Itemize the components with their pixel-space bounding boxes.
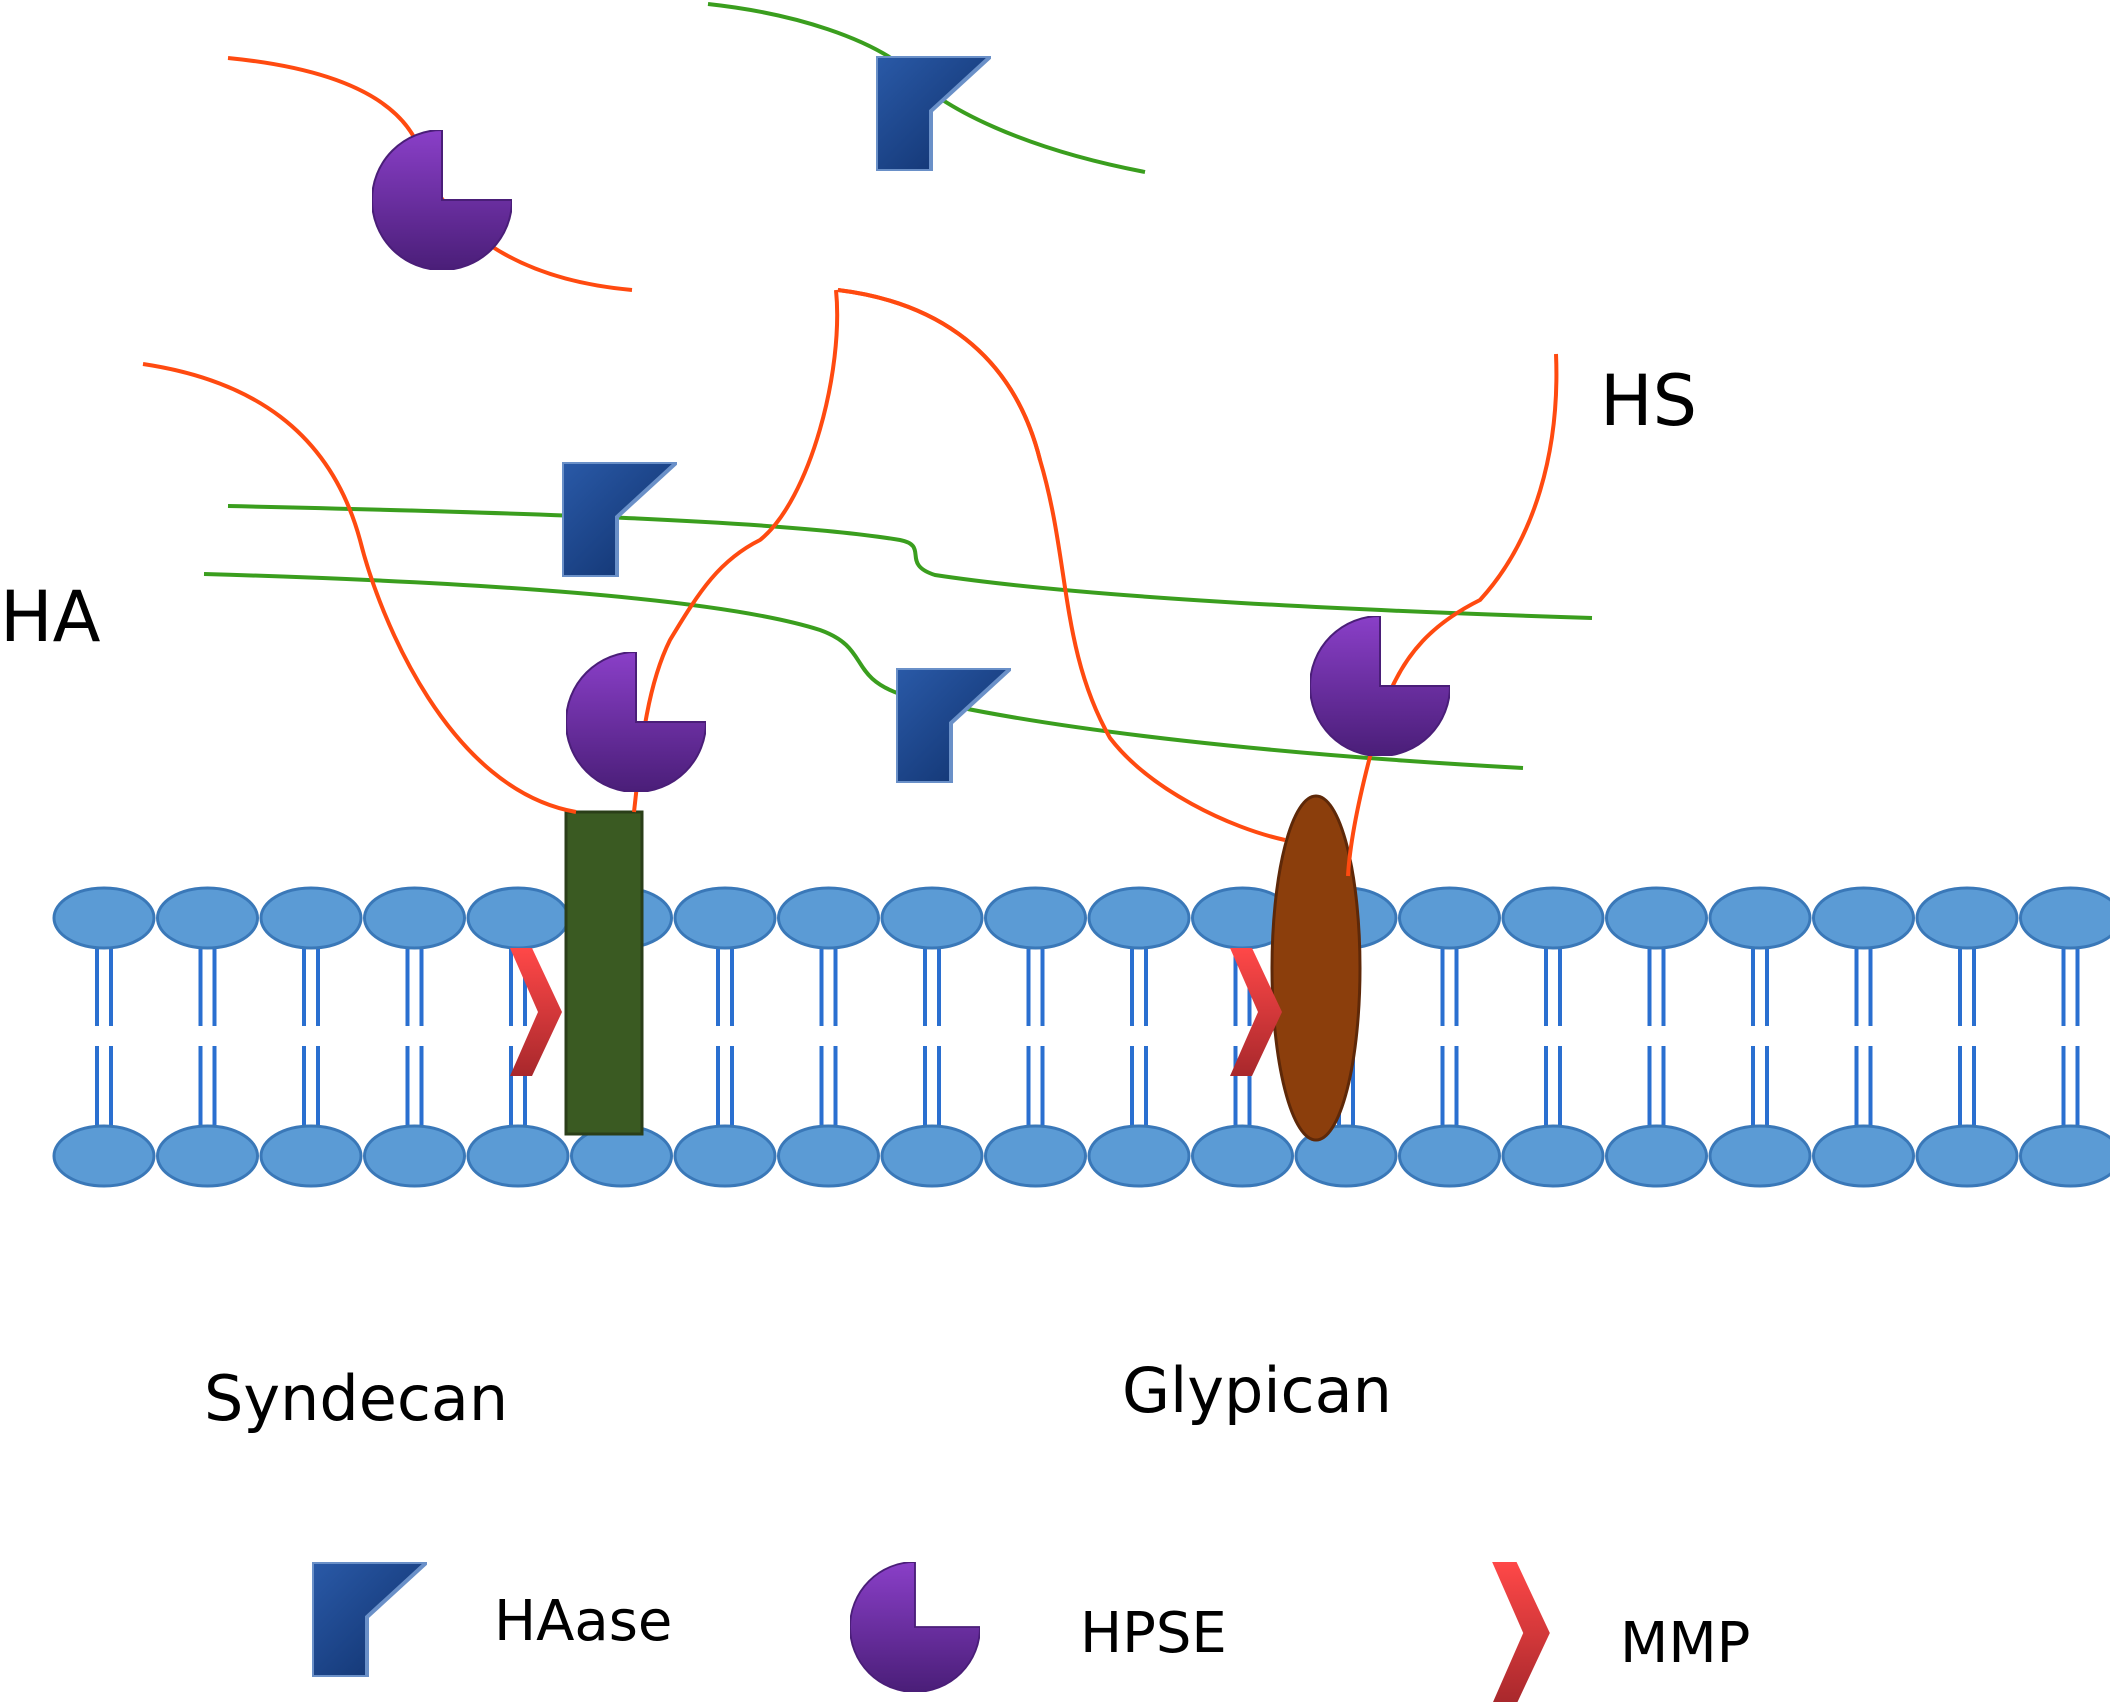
mmp-chevron-icon (1492, 1562, 1550, 1702)
hs-chain (837, 288, 1042, 461)
glypican-core-protein (1270, 794, 1362, 1142)
lipid-head (466, 886, 570, 950)
lipid-head (259, 886, 363, 950)
lipid-head (673, 1124, 777, 1188)
lipid-head (156, 886, 259, 950)
lipid-head (1501, 886, 1605, 950)
glypican-label: Glypican (1122, 1354, 1392, 1427)
hpse-pacman-icon (850, 1562, 980, 1692)
lipid-head (1812, 1124, 1915, 1188)
haase-flag-icon (312, 1562, 427, 1677)
mmp-chevron-icon (510, 948, 562, 1076)
lipid-head (52, 1124, 156, 1188)
lipid-head (2019, 886, 2110, 950)
lipid-head (880, 1124, 984, 1188)
lipid-head (1605, 886, 1708, 950)
lipid-head (363, 886, 466, 950)
lipid-head (1501, 1124, 1605, 1188)
legend-label-hpse: HPSE (1080, 1601, 1227, 1666)
hs-label: HS (1600, 360, 1698, 442)
lipid-head (1087, 886, 1191, 950)
lipid-head (673, 886, 777, 950)
lipid-head (1812, 886, 1915, 950)
legend-label-mmp: MMP (1620, 1611, 1751, 1676)
hs-chain (142, 362, 577, 814)
lipid-head (259, 1124, 363, 1188)
lipid-head (880, 886, 984, 950)
ha-label: HA (0, 576, 101, 658)
lipid-head (1191, 1124, 1294, 1188)
hpse-pacman-icon (566, 652, 706, 792)
ha-chain (227, 504, 1593, 620)
lipid-head (984, 1124, 1087, 1188)
lipid-head (363, 1124, 466, 1188)
lipid-heads (52, 886, 2110, 1188)
haase-flag-icon (876, 56, 991, 171)
lipid-tails (95, 948, 2080, 1126)
haase-flag-icon (896, 668, 1011, 783)
lipid-head (1398, 886, 1501, 950)
lipid-head (777, 886, 880, 950)
lipid-head (777, 1124, 880, 1188)
lipid-head (1915, 886, 2019, 950)
lipid-head (2019, 1124, 2110, 1188)
syndecan-core-protein (564, 810, 644, 1136)
lipid-head (156, 1124, 259, 1188)
lipid-head (1605, 1124, 1708, 1188)
lipid-head (1708, 886, 1812, 950)
hs-chain (1346, 353, 1559, 877)
hpse-pacman-icon (372, 130, 512, 270)
lipid-head (1294, 1124, 1398, 1188)
lipid-head (1915, 1124, 2019, 1188)
lipid-head (984, 886, 1087, 950)
hs-chains (142, 56, 1559, 877)
legend-label-haase: HAase (494, 1589, 673, 1654)
lipid-head (1087, 1124, 1191, 1188)
lipid-head (52, 886, 156, 950)
lipid-head (1708, 1124, 1812, 1188)
ha-chain (203, 572, 1524, 770)
lipid-head (466, 1124, 570, 1188)
syndecan-label: Syndecan (204, 1362, 509, 1435)
lipid-head (1398, 1124, 1501, 1188)
